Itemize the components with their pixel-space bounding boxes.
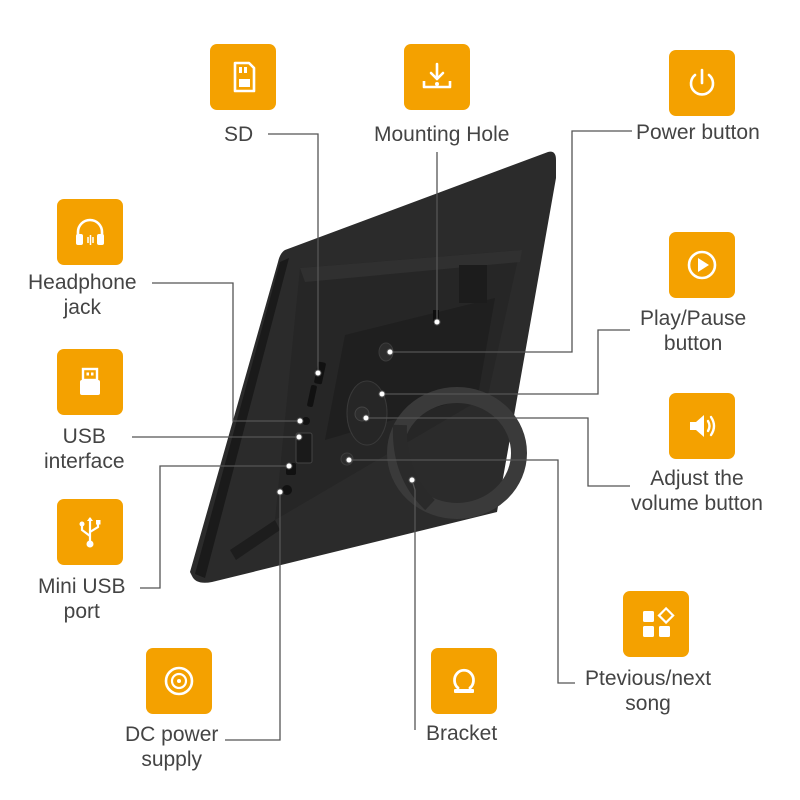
mounting-hole-icon — [422, 62, 452, 89]
prev-next-badge — [623, 591, 689, 657]
bracket-icon — [453, 668, 475, 693]
label-bracket: Bracket — [426, 722, 498, 745]
grid-icon — [643, 606, 675, 637]
ring-bracket — [387, 387, 527, 519]
label-play-pause: Play/Pause button — [640, 307, 747, 355]
play-badge — [669, 232, 735, 298]
volume-icon — [690, 415, 716, 437]
mounting-hole-badge — [404, 44, 470, 110]
sd-card-icon — [233, 61, 256, 93]
label-volume: Adjust the volume button — [631, 467, 763, 515]
headphone-badge — [57, 199, 123, 265]
sd-badge — [210, 44, 276, 110]
photo-frame-device — [190, 151, 556, 583]
headphones-icon — [76, 218, 104, 245]
label-headphone-jack: Headphone jack — [28, 271, 137, 319]
label-dc-power: DC power supply — [125, 723, 219, 771]
device-ports — [282, 310, 439, 495]
dc-power-badge — [146, 648, 212, 714]
play-icon — [687, 250, 717, 280]
label-power-button: Power button — [636, 121, 760, 144]
label-mounting-hole: Mounting Hole — [374, 123, 510, 146]
label-previous-next: Ptevious/next song — [585, 667, 712, 715]
leader-dots — [276, 318, 441, 496]
usb-badge — [57, 349, 123, 415]
usb-symbol-icon — [79, 517, 101, 548]
volume-badge — [669, 393, 735, 459]
label-usb-interface: USB interface — [44, 425, 125, 473]
power-badge — [669, 50, 735, 116]
dc-power-icon — [164, 666, 194, 696]
label-sd: SD — [224, 123, 254, 146]
bracket-badge — [431, 648, 497, 714]
mini-usb-badge — [57, 499, 123, 565]
power-icon — [689, 68, 715, 96]
usb-plug-icon — [80, 367, 100, 395]
label-mini-usb: Mini USB port — [38, 575, 126, 623]
